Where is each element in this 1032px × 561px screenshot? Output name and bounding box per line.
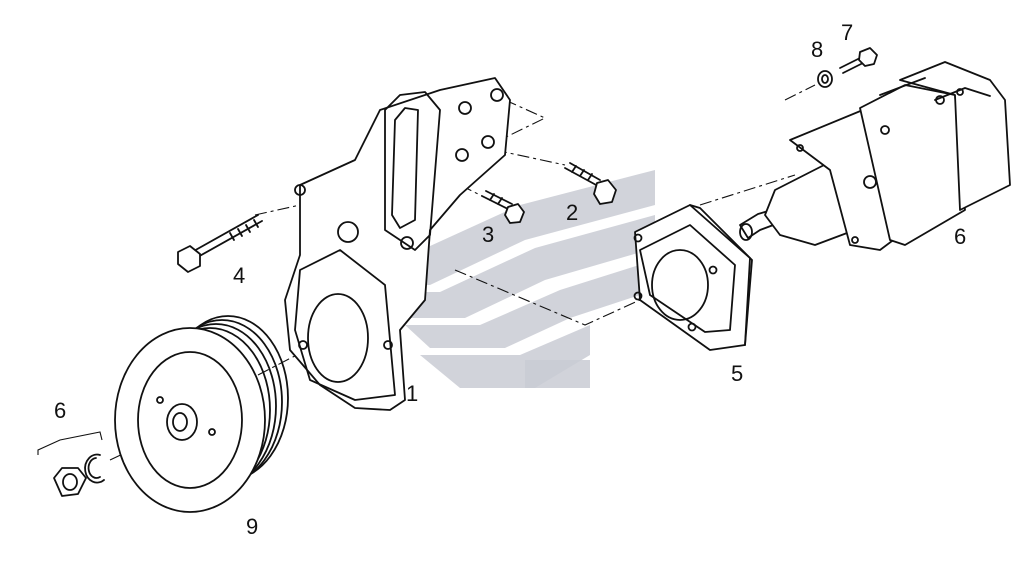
callout-part-1: 1	[406, 381, 419, 406]
callout-part-5: 5	[731, 361, 744, 386]
nut-and-lockwasher	[37, 431, 105, 497]
callout-part-4: 4	[233, 263, 246, 288]
hydraulic-pump	[739, 61, 1011, 251]
callout-part-6-pump: 6	[954, 224, 967, 249]
callout-part-8: 8	[811, 37, 824, 62]
bolt-part-4	[177, 214, 263, 273]
bolt-part-7	[839, 47, 878, 74]
washer-part-8	[817, 70, 833, 88]
callout-part-2: 2	[566, 200, 579, 225]
bolt-part-3	[481, 190, 525, 224]
watermark-logo-icon	[395, 170, 655, 388]
callout-part-3: 3	[482, 222, 495, 247]
callout-part-6-nut: 6	[54, 398, 67, 423]
callout-part-7: 7	[841, 20, 854, 45]
mount-hole-icon	[337, 221, 359, 243]
adapter-spacer	[633, 204, 753, 351]
callout-part-9: 9	[246, 514, 259, 539]
bolt-part-2	[564, 162, 617, 205]
pulley	[114, 315, 289, 513]
bracket-plate	[284, 77, 511, 411]
